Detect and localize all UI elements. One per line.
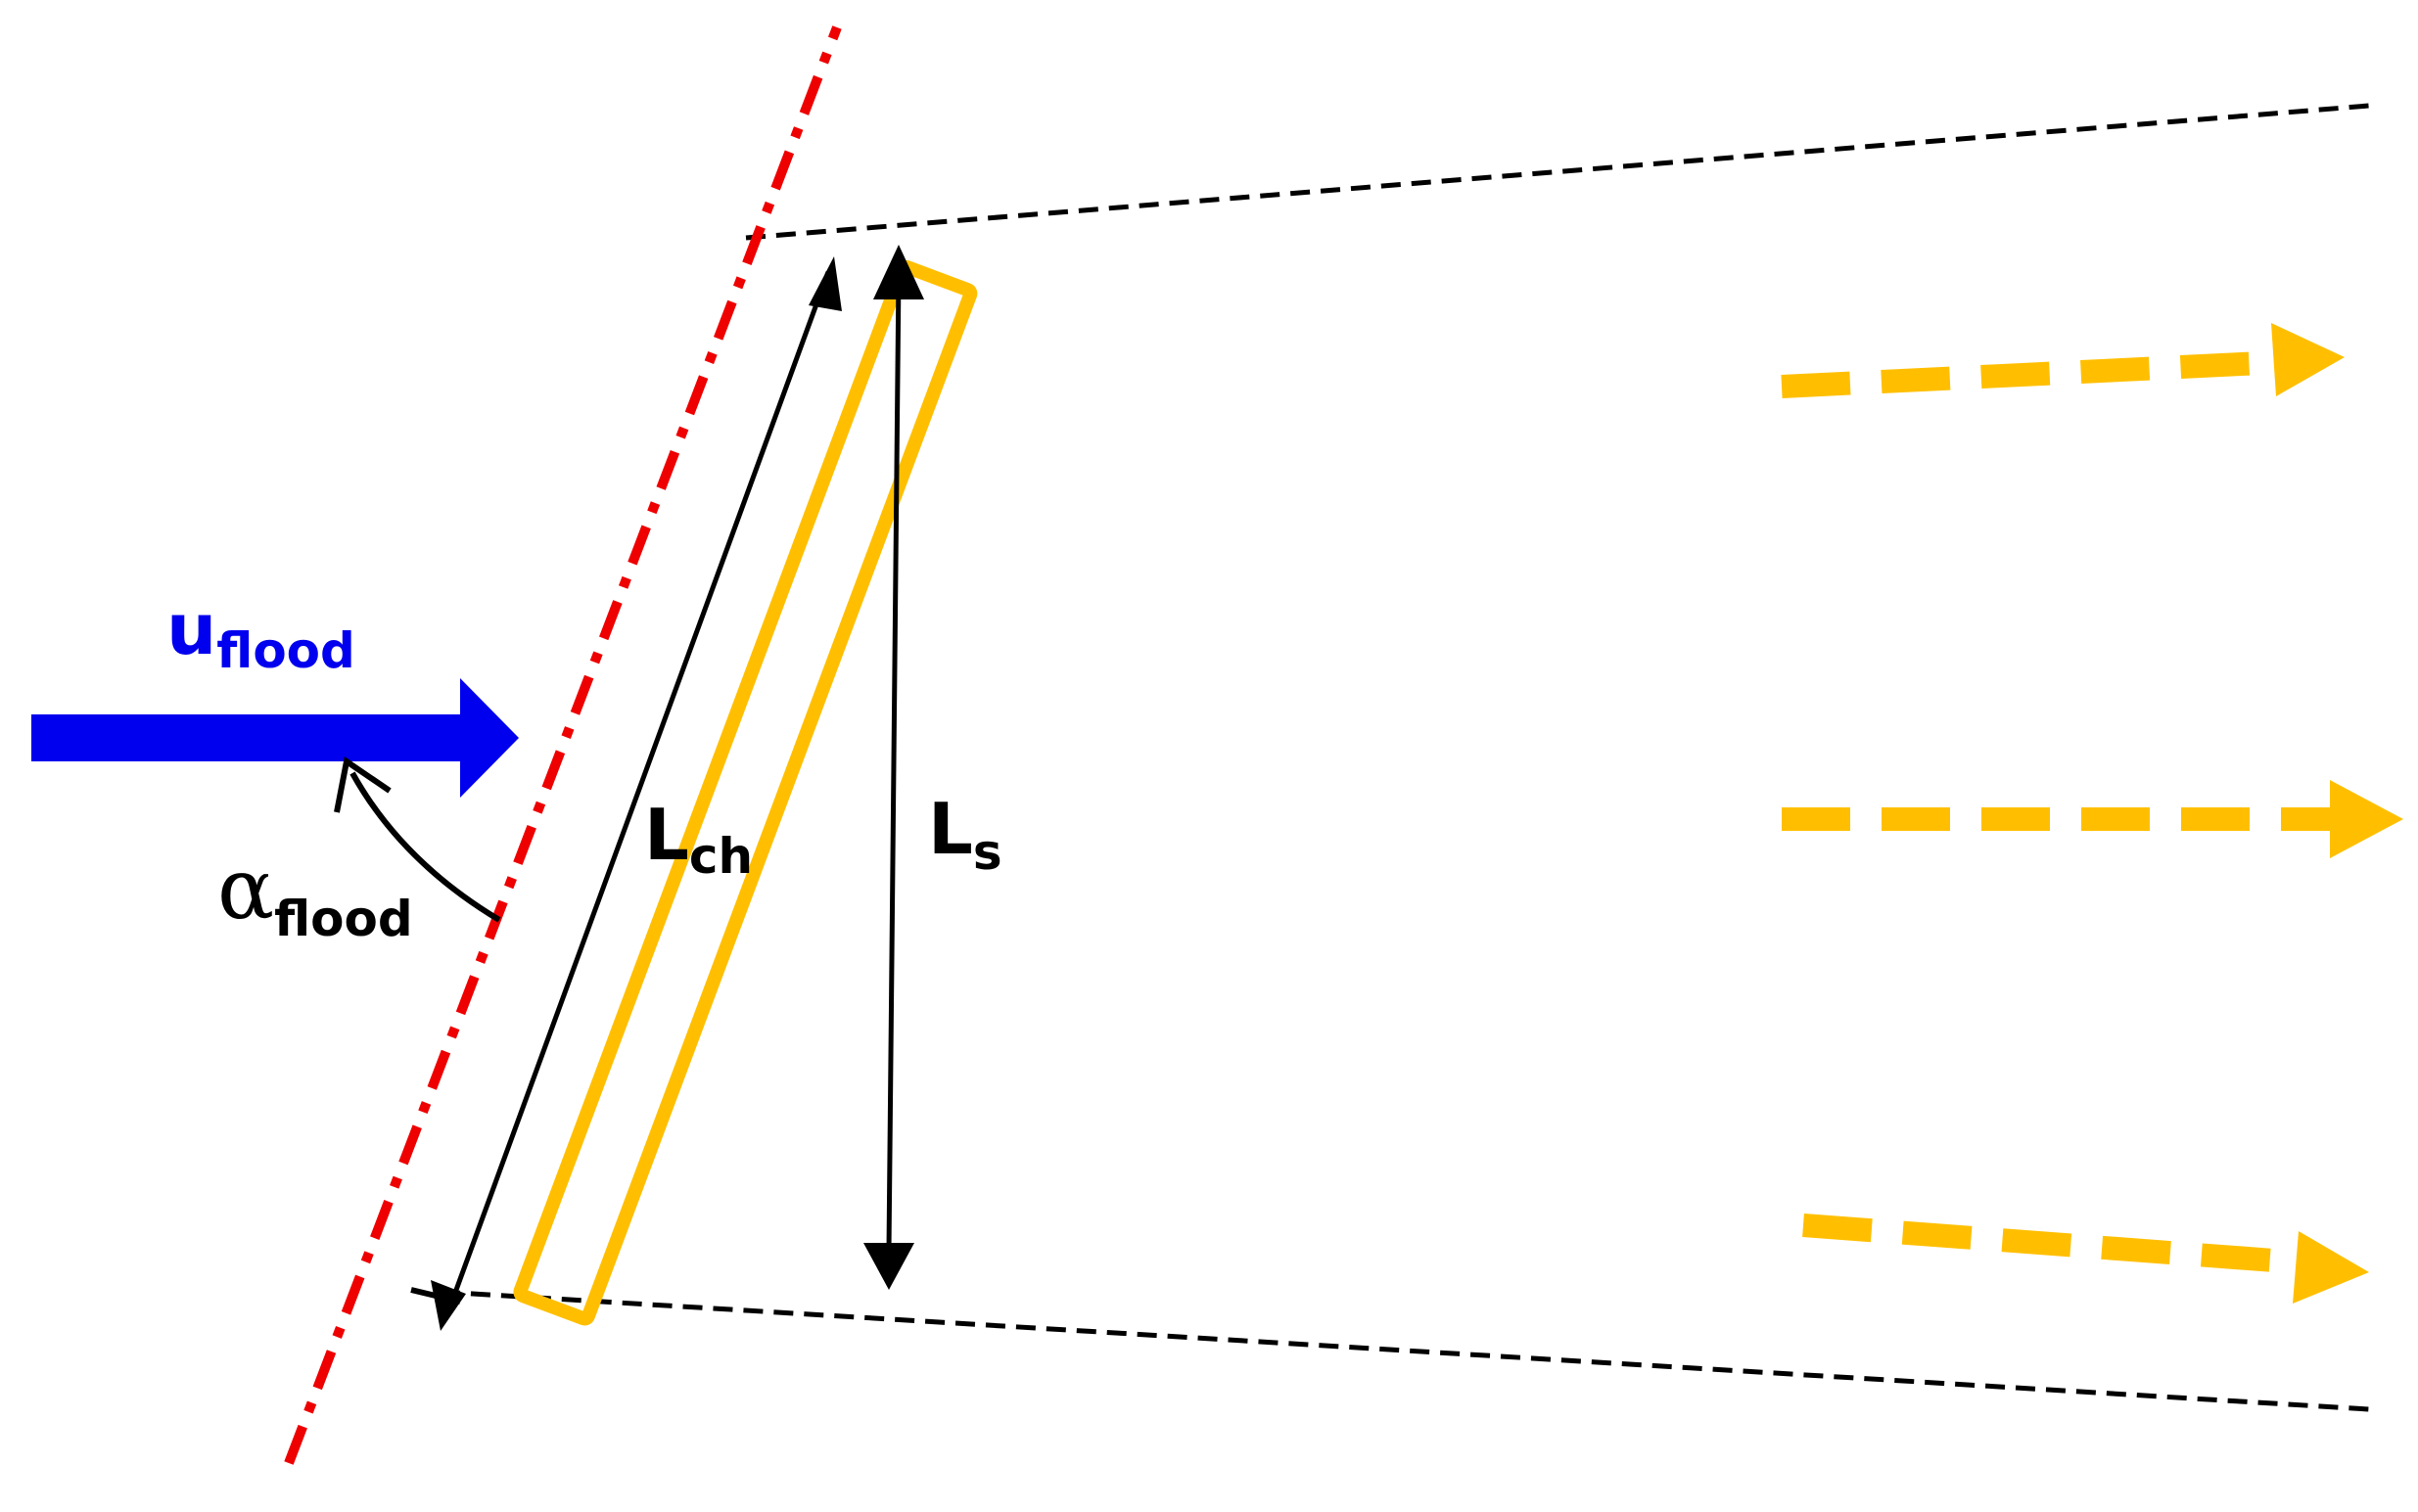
outflow-arrow-top-shaft bbox=[1781, 350, 2282, 398]
channel-length-arrowhead-bottom bbox=[431, 1280, 466, 1331]
outflow-arrow-middle-head bbox=[2330, 780, 2403, 858]
channel-length-arrowhead-top bbox=[809, 256, 842, 311]
channel-length-arrowhead-bottom-tick bbox=[410, 1287, 461, 1305]
span-length-arrowhead-bottom bbox=[863, 1243, 914, 1290]
outflow-arrow-top-head bbox=[2271, 323, 2345, 396]
channel-outline bbox=[513, 259, 978, 1326]
flood-angle-arc bbox=[349, 771, 501, 923]
L-s-label: Ls bbox=[928, 788, 1002, 881]
channel-centre-axis bbox=[284, 25, 842, 1465]
upper-boundary-dashed-line bbox=[745, 103, 2370, 241]
flood-flow-arrow-shaft bbox=[31, 714, 467, 761]
outflow-arrow-bottom-shaft bbox=[1802, 1214, 2302, 1274]
u-flood-label: uflood bbox=[166, 588, 355, 679]
span-length-arrow bbox=[886, 273, 902, 1252]
alpha-flood-label: αflood bbox=[217, 841, 413, 947]
L-ch-label: Lch bbox=[644, 794, 753, 885]
outflow-arrow-bottom-head bbox=[2293, 1231, 2369, 1304]
channel-structure bbox=[513, 259, 978, 1326]
span-length-arrowhead-top bbox=[873, 245, 924, 299]
flood-flow-arrowhead bbox=[460, 678, 519, 798]
channel-length-arrow bbox=[445, 271, 831, 1312]
lower-boundary-dashed-line bbox=[440, 1289, 2370, 1412]
flood-angle-arrowhead bbox=[334, 756, 392, 813]
